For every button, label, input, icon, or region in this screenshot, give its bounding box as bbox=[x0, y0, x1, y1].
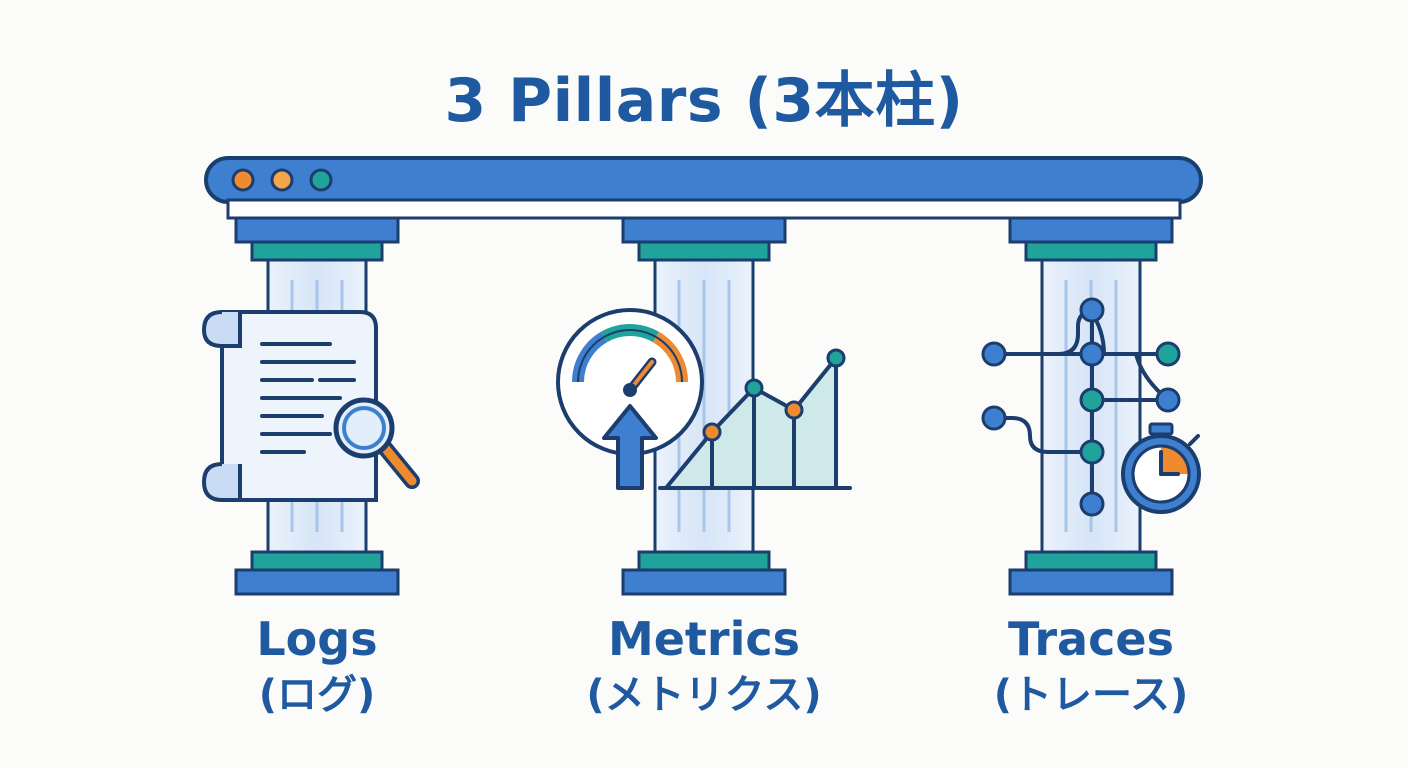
stopwatch-icon bbox=[1121, 422, 1201, 514]
log-document-icon bbox=[201, 310, 420, 502]
magnifier-handle-icon bbox=[380, 443, 417, 486]
top-beam bbox=[204, 156, 1203, 220]
pillar-subtitle: (ログ) bbox=[258, 672, 376, 719]
pillar-subtitle: (トレース) bbox=[993, 672, 1189, 719]
window-dot-yellow-icon bbox=[270, 168, 294, 192]
pillar-name: Logs bbox=[256, 612, 378, 666]
pillar-name: Traces bbox=[1008, 612, 1174, 666]
pillar-label-metrics: Metrics (メトリクス) bbox=[544, 612, 864, 719]
window-dot-green-icon bbox=[309, 168, 333, 192]
pillar-label-logs: Logs (ログ) bbox=[157, 612, 477, 719]
page-title: 3 Pillars (3本柱) bbox=[444, 66, 964, 136]
trace-network-icon bbox=[981, 297, 1201, 517]
up-arrow-icon bbox=[602, 404, 658, 490]
pillar-name: Metrics bbox=[607, 612, 801, 666]
pillar-label-traces: Traces (トレース) bbox=[931, 612, 1251, 719]
pillar-subtitle: (メトリクス) bbox=[586, 672, 822, 719]
window-dot-orange-icon bbox=[231, 168, 255, 192]
metrics-gauge-chart-icon bbox=[556, 308, 852, 490]
